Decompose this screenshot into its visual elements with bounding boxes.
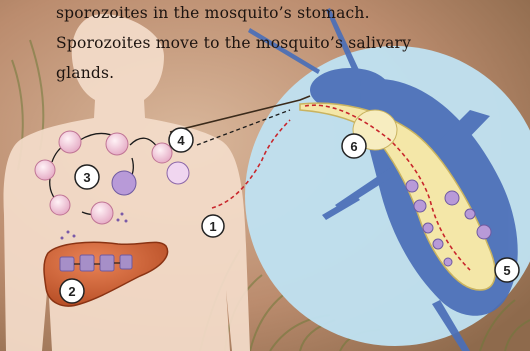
caption-line-2: Sporozoites move to the mosquito’s saliv…: [56, 34, 526, 52]
step-badge-5: 5: [495, 258, 519, 282]
step-number-1: 1: [209, 219, 216, 234]
caption-line-3: glands.: [56, 64, 526, 82]
step-number-2: 2: [68, 284, 75, 299]
step-badge-1: 1: [202, 215, 224, 237]
step-number-6: 6: [350, 139, 357, 154]
step-badge-4: 4: [169, 128, 193, 152]
step-number-4: 4: [177, 133, 185, 148]
step-badge-3: 3: [75, 165, 99, 189]
step-number-3: 3: [83, 170, 90, 185]
step-badge-6: 6: [342, 134, 366, 158]
caption-line-1: sporozoites in the mosquito’s stomach.: [56, 4, 526, 22]
step-badge-2: 2: [60, 279, 84, 303]
step-number-5: 5: [503, 263, 510, 278]
